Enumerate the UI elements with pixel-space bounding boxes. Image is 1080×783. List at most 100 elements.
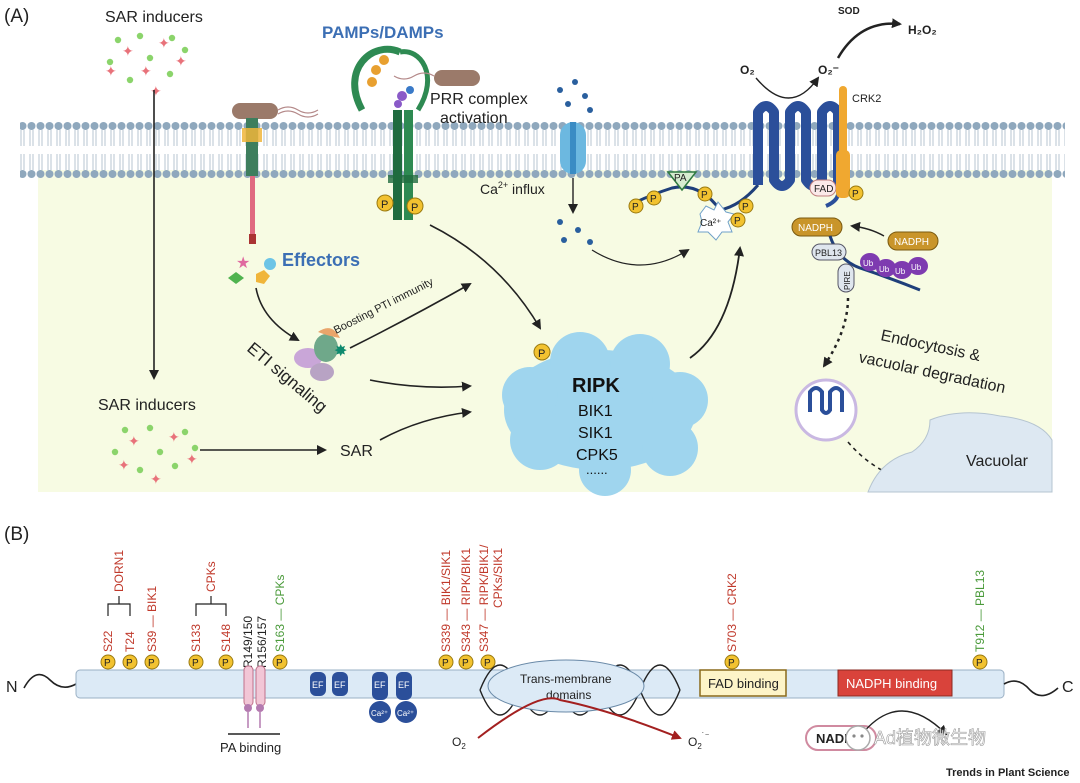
ca-bubble — [697, 201, 735, 241]
panel-b-o2-label: O2 — [452, 735, 466, 751]
ubiquitin-chain: Ub Ub Ub Ub — [860, 253, 928, 279]
ripk-to-rboh-arrow — [689, 246, 744, 359]
nadph-pill-left — [791, 217, 843, 237]
svg-text:P: P — [976, 658, 983, 669]
site-s148: S148 — [219, 624, 233, 652]
n-terminal-squiggle — [23, 673, 77, 689]
crk2-label: CRK2 — [852, 93, 881, 105]
watermark-text: Ad植物微生物 — [874, 728, 986, 748]
site-s347-ripk-bik1-cpks: S347 — RIPK/BIK1/ — [477, 544, 491, 652]
ripk-item-cpk5: CPK5 — [576, 447, 618, 464]
nadph-binding-arrow — [850, 221, 885, 237]
crk2-receptor — [836, 86, 850, 198]
prr-phospho-2 — [406, 197, 424, 215]
svg-text:Ub: Ub — [895, 267, 906, 276]
svg-text:✦: ✦ — [118, 457, 130, 473]
prr-phospho-1 — [376, 194, 394, 212]
svg-text:P: P — [222, 658, 229, 669]
eti-to-ripk-arrow — [369, 379, 472, 392]
svg-text:★: ★ — [236, 255, 250, 272]
svg-text:P: P — [192, 658, 199, 669]
o2-conversion-arrow — [477, 697, 682, 740]
site-s339-bik1-sik1: S339 — BIK1/SIK1 — [439, 550, 453, 652]
calcium-ions-outside — [557, 79, 593, 113]
sod-label: SOD — [838, 6, 860, 17]
kinase-dorn1: DORN1 — [112, 550, 126, 592]
svg-text:P: P — [650, 194, 657, 205]
svg-text:P: P — [728, 658, 735, 669]
transmembrane-domains — [479, 659, 681, 716]
svg-text:P: P — [701, 190, 708, 201]
ef-hand-4-ca: EF Ca²⁺ — [395, 672, 417, 723]
panel-b-phospho-sites: P P P P P P P P P P P — [100, 654, 988, 670]
sar-inducer-particles-bottom: ✦✦ ✦✦ ✦ — [111, 424, 199, 487]
calcium-ions-inside — [557, 219, 593, 245]
tm-domains-line2: domains — [546, 688, 591, 702]
journal-credit: Trends in Plant Science — [946, 767, 1070, 779]
ripk-phospho — [533, 343, 551, 361]
svg-text:Ub: Ub — [879, 265, 890, 274]
svg-text:✦: ✦ — [140, 63, 152, 79]
svg-text:P: P — [276, 658, 283, 669]
svg-text:P: P — [734, 216, 741, 227]
site-s39-bik1: S39 — BIK1 — [145, 586, 159, 652]
prr-activation-line2: activation — [440, 110, 508, 127]
nadph-pill-right — [887, 231, 939, 251]
c-terminus-label: C — [1062, 679, 1074, 696]
crk2-phospho — [848, 185, 864, 201]
ripk-item-more: ...... — [586, 462, 608, 477]
watermark: Ad植物微生物 — [845, 725, 986, 751]
svg-text:✦: ✦ — [158, 35, 170, 51]
pamps-damps-label: PAMPs/DAMPs — [322, 23, 444, 42]
svg-text:P: P — [538, 348, 545, 360]
panel-b-label: (B) — [4, 524, 29, 545]
svg-text:✦: ✦ — [150, 83, 162, 99]
endocytic-vesicle — [794, 378, 858, 442]
ripk-cloud — [502, 332, 708, 496]
site-t912-pbl13: T912 — PBL13 — [973, 570, 987, 652]
svg-text:Ub: Ub — [911, 263, 922, 272]
svg-text:P: P — [852, 189, 859, 200]
sar-label: SAR — [340, 443, 373, 460]
calcium-channel — [560, 122, 586, 174]
svg-text:P: P — [411, 202, 418, 214]
pbl13-pill — [811, 243, 847, 261]
svg-text:Ca²⁺: Ca²⁺ — [397, 709, 414, 718]
svg-text:EF: EF — [312, 680, 324, 690]
effectors-to-eti-arrow — [255, 287, 300, 341]
svg-text:EF: EF — [398, 680, 410, 690]
svg-text:EF: EF — [334, 680, 346, 690]
eti-complex-icon: ✸ — [294, 328, 347, 381]
c-terminal-squiggle — [1003, 680, 1059, 697]
pa-label: PA — [674, 173, 687, 184]
nadph-release-arrow — [861, 710, 948, 736]
site-s163-cpks: S163 — CPKs — [273, 575, 287, 652]
svg-text:✦: ✦ — [122, 43, 134, 59]
nadph-right-label: NADPH — [894, 237, 929, 248]
ca-to-rboh-arrow — [591, 248, 690, 266]
svg-text:✸: ✸ — [334, 343, 347, 360]
ef-hand-2: EF — [332, 672, 348, 696]
prr-activation-line1: PRR complex — [430, 91, 528, 108]
svg-text:P: P — [462, 658, 469, 669]
sod-arrow — [836, 18, 902, 59]
svg-text:P: P — [742, 202, 749, 213]
fad-label: FAD — [814, 184, 833, 195]
svg-text:P: P — [632, 202, 639, 213]
svg-text:✦: ✦ — [150, 471, 162, 487]
svg-text:✦: ✦ — [168, 429, 180, 445]
site-s22: S22 — [101, 630, 115, 652]
effector-injector — [232, 103, 319, 244]
pa-triangle — [666, 171, 698, 192]
ef-hand-3-ca: EF Ca²⁺ — [369, 672, 391, 723]
boosting-pti-arrow — [349, 283, 472, 349]
prr-receptor-complex — [351, 45, 480, 220]
pire-pill — [837, 263, 855, 293]
sar-inducers-bottom-label: SAR inducers — [98, 397, 196, 414]
kinase-cpks: CPKs — [204, 561, 218, 592]
effectors-label: Effectors — [282, 250, 360, 270]
nadph-binding-domain — [837, 669, 953, 697]
site-r156: R156/157 — [255, 616, 269, 668]
sar-to-ripk-arrow — [379, 407, 472, 441]
